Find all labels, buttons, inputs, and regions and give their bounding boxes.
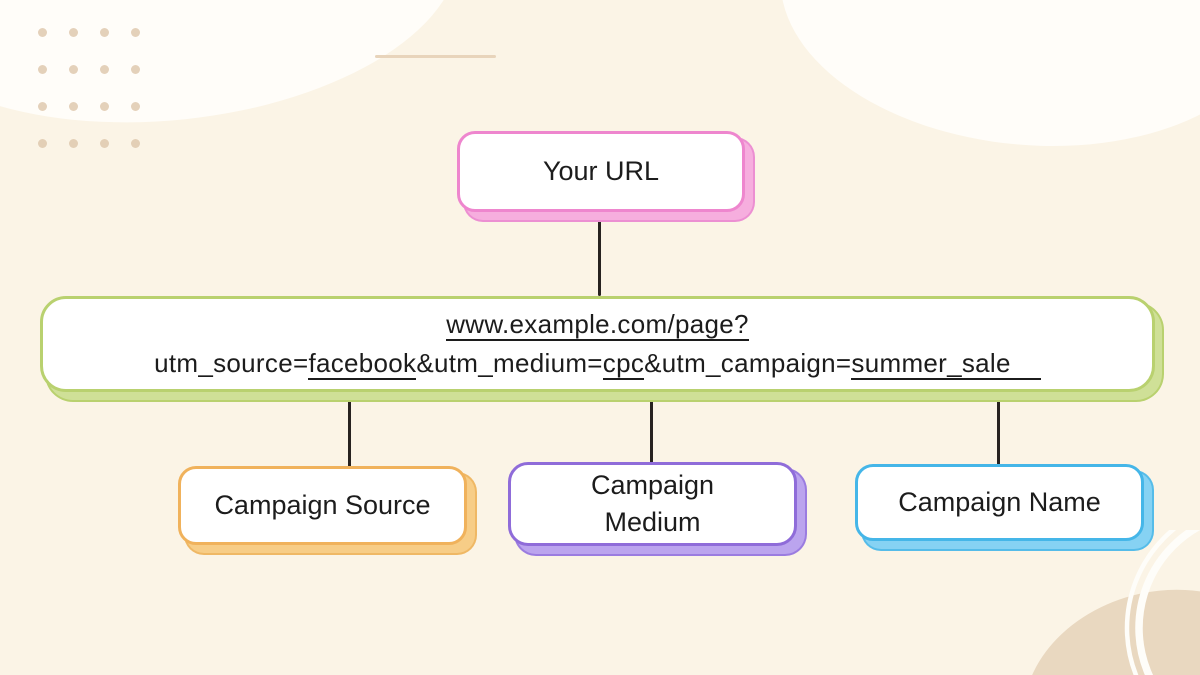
connector-url-box-to-campaign-name <box>997 395 1000 465</box>
corner-arc-thick <box>1135 530 1200 675</box>
campaign-name-label: Campaign Name <box>898 487 1101 517</box>
your-url-label: Your URL <box>542 156 660 186</box>
campaign-medium-label: Campaign Medium <box>590 470 715 537</box>
url-param-medium-key: &utm_medium= <box>416 348 603 378</box>
connector-your-url-to-url-box <box>598 216 601 296</box>
url-param-medium-value: cpc <box>602 348 645 380</box>
decorative-line <box>375 55 496 58</box>
background-blob-top-right <box>767 0 1200 167</box>
corner-arc-thin <box>1124 530 1177 675</box>
connector-url-box-to-campaign-medium <box>650 395 653 463</box>
url-param-campaign-key: &utm_campaign= <box>644 348 852 378</box>
node-campaign-medium: Campaign Medium <box>508 462 797 546</box>
url-param-campaign-value: summer_sale <box>851 348 1011 380</box>
url-line-1: www.example.com/page? <box>43 305 1152 344</box>
url-param-source-value: facebook <box>308 348 417 380</box>
node-campaign-source: Campaign Source <box>178 466 467 545</box>
url-text: www.example.com/page? utm_source=faceboo… <box>43 305 1152 383</box>
dots-pattern <box>38 28 162 176</box>
url-underline-tail <box>1010 348 1041 380</box>
corner-blob-bottom-right <box>1023 530 1200 675</box>
corner-blob-shape <box>1023 589 1200 675</box>
connector-url-box-to-campaign-source <box>348 395 351 467</box>
node-url-example: www.example.com/page? utm_source=faceboo… <box>40 296 1155 392</box>
node-your-url: Your URL <box>457 131 745 212</box>
campaign-source-label: Campaign Source <box>214 490 431 520</box>
node-campaign-name: Campaign Name <box>855 464 1144 541</box>
url-base: www.example.com/page? <box>446 309 749 341</box>
url-line-2: utm_source=facebook&utm_medium=cpc&utm_c… <box>43 344 1152 383</box>
url-param-source-key: utm_source= <box>154 348 309 378</box>
